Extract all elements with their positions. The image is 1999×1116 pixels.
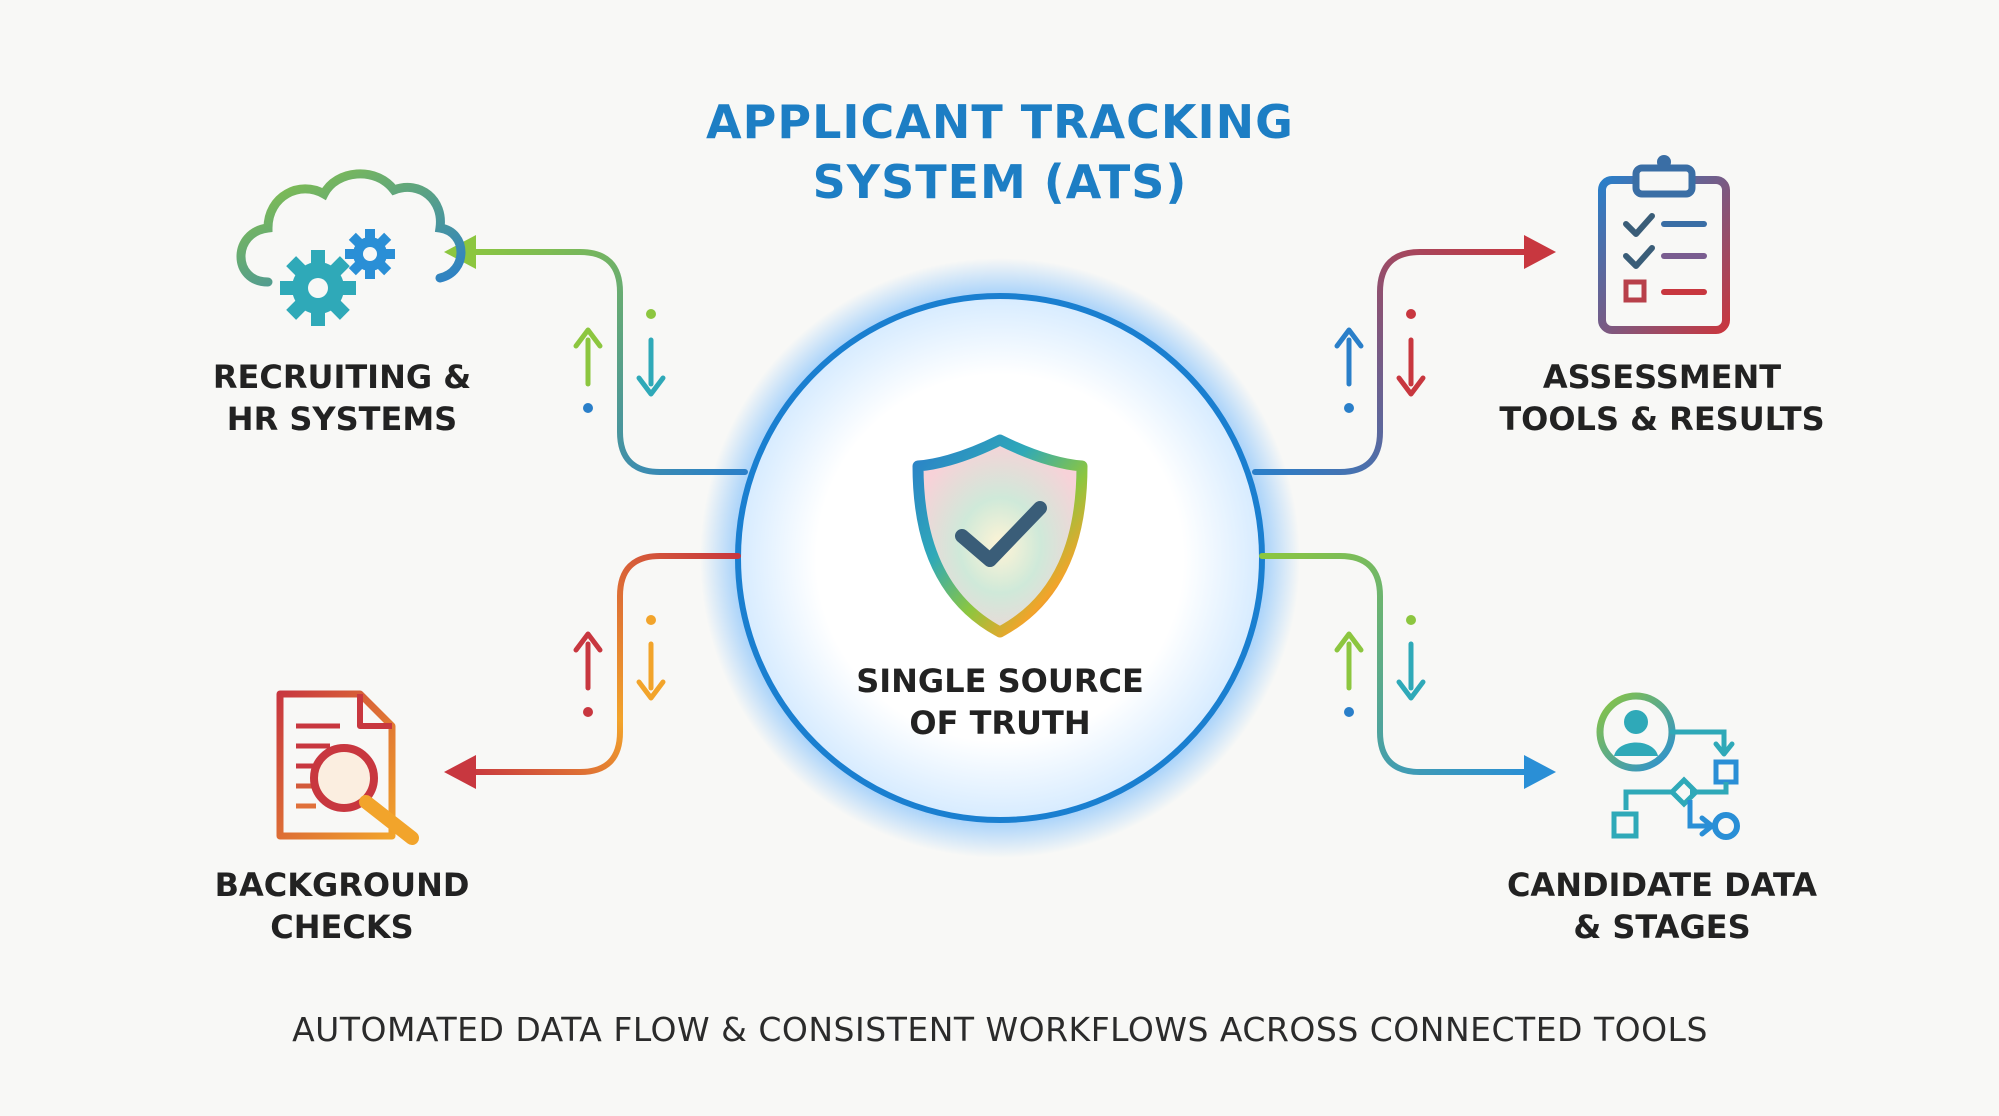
title-line-2: SYSTEM (ATS): [812, 155, 1188, 209]
node-label-assessment: ASSESSMENT TOOLS & RESULTS: [1472, 356, 1852, 440]
node-label-recruiting: RECRUITING & HR SYSTEMS: [152, 356, 532, 440]
arrowhead-candidate: [1524, 755, 1556, 789]
diagram-title: APPLICANT TRACKING SYSTEM (ATS): [600, 92, 1400, 212]
node-label-candidate: CANDIDATE DATA & STAGES: [1472, 864, 1852, 948]
node-label-background-line-2: CHECKS: [270, 908, 414, 946]
center-label-line-1: SINGLE SOURCE: [856, 662, 1144, 700]
connector-recruiting: [444, 235, 748, 475]
node-label-assessment-line-1: ASSESSMENT: [1542, 358, 1782, 396]
center-label: SINGLE SOURCE OF TRUTH: [800, 660, 1200, 744]
node-label-assessment-line-2: TOOLS & RESULTS: [1499, 400, 1825, 438]
title-line-1: APPLICANT TRACKING: [706, 95, 1294, 149]
connector-background: [444, 553, 741, 789]
center-label-line-2: OF TRUTH: [909, 704, 1091, 742]
node-label-recruiting-line-2: HR SYSTEMS: [226, 400, 458, 438]
clipboard-checklist-icon: [1598, 155, 1730, 334]
node-label-background-line-1: BACKGROUND: [214, 866, 470, 904]
cloud-gears-icon: [236, 169, 466, 326]
footer-caption: AUTOMATED DATA FLOW & CONSISTENT WORKFLO…: [292, 1010, 1708, 1049]
connector-candidate: [1259, 553, 1556, 789]
shield-check-icon: [912, 434, 1088, 638]
user-workflow-icon: [1596, 692, 1740, 840]
node-label-recruiting-line-1: RECRUITING &: [212, 358, 472, 396]
arrowhead-background: [444, 755, 476, 789]
connector-assessment: [1252, 235, 1556, 475]
node-label-background: BACKGROUND CHECKS: [152, 864, 532, 948]
node-label-candidate-line-1: CANDIDATE DATA: [1506, 866, 1818, 904]
document-search-icon: [276, 690, 419, 845]
arrowhead-assessment: [1524, 235, 1556, 269]
node-label-candidate-line-2: & STAGES: [1573, 908, 1751, 946]
